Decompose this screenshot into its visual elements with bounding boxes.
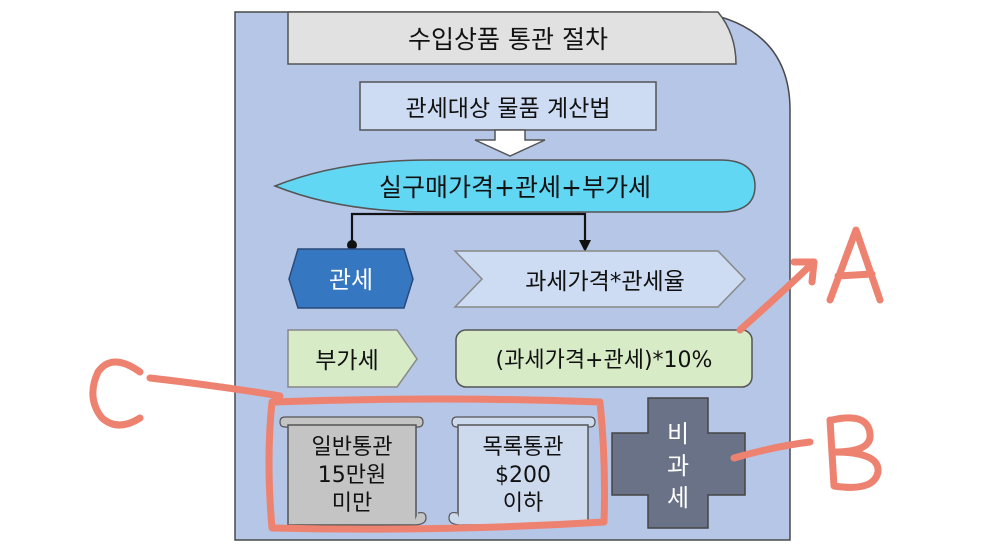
vat-pentagon: 부가세 — [287, 329, 418, 388]
duty-formula-text: 과세가격*관세율 — [525, 269, 685, 295]
branch-connector — [347, 212, 591, 252]
general-clearance-line-3: 미만 — [332, 491, 372, 516]
annotation-arrow-a — [736, 258, 818, 334]
connector-arrow-icon — [579, 240, 591, 252]
general-clearance-line-2: 15만원 — [318, 463, 386, 488]
down-arrow-icon — [474, 129, 546, 157]
annotation-arrowhead-a — [790, 258, 818, 286]
non-taxable-char-2: 과 — [667, 452, 689, 480]
annotation-letter-c — [89, 358, 144, 429]
non-taxable-char-1: 비 — [667, 420, 689, 448]
title-tab: 수입상품 통관 절차 — [287, 11, 737, 65]
connector-dot — [347, 240, 357, 250]
annotation-b-text: B — [852, 479, 853, 481]
calc-method-text: 관세대상 물품 계산법 — [405, 96, 610, 122]
title-text: 수입상품 통관 절차 — [408, 25, 608, 54]
list-clearance-line-3: 이하 — [503, 491, 543, 516]
general-clearance-line-1: 일반통관 — [312, 435, 393, 460]
annotation-letter-b — [826, 414, 882, 491]
duty-label-text: 관세 — [329, 266, 373, 294]
annotation-letter-a — [826, 226, 884, 304]
non-taxable-cross: 비 과 세 — [611, 397, 746, 529]
vat-label-text: 부가세 — [315, 348, 378, 374]
vat-formula-box: (과세가격+관세)*10% — [455, 329, 753, 388]
calc-method-box: 관세대상 물품 계산법 — [359, 81, 657, 131]
duty-formula-chevron: 과세가격*관세율 — [453, 250, 747, 308]
annotation-line-b — [730, 438, 814, 462]
list-clearance-line-1: 목록통관 — [483, 435, 564, 460]
total-formula-text: 실구매가격+관세+부가세 — [379, 173, 651, 202]
general-clearance-scroll: 일반통관 15만원 미만 — [279, 416, 427, 526]
duty-hexagon: 관세 — [288, 248, 414, 309]
vat-formula-text: (과세가격+관세)*10% — [496, 348, 713, 373]
list-clearance-scroll: 목록통관 $200 이하 — [448, 416, 596, 526]
highlight-rectangle — [265, 395, 608, 533]
annotation-line-c — [146, 374, 284, 400]
total-formula-shape: 실구매가격+관세+부가세 — [272, 159, 756, 213]
annotation-c-text: C — [116, 409, 117, 411]
handwritten-annotations — [89, 226, 884, 533]
list-clearance-line-2: $200 — [495, 463, 551, 488]
non-taxable-char-3: 세 — [667, 484, 689, 512]
annotation-a-text: A — [856, 296, 857, 299]
